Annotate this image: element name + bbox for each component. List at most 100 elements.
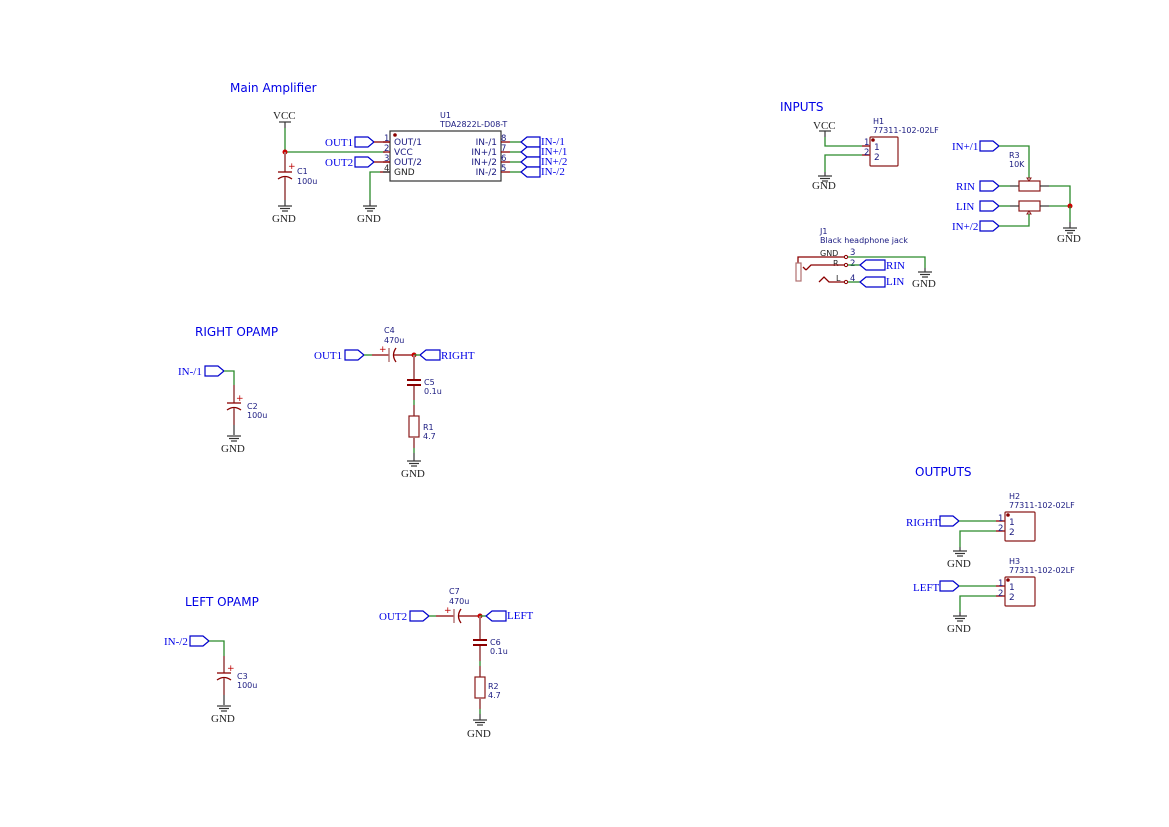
h3-value: 77311-102-02LF — [1009, 566, 1075, 575]
gnd-symbol: GND — [467, 719, 491, 740]
net-flag-left-h3[interactable]: LEFT — [913, 580, 960, 594]
svg-text:+: + — [379, 345, 387, 355]
gnd-label: GND — [221, 443, 245, 455]
inputs-section: INPUTS VCC GND H1 77311-102-02LF 1 2 1 2 — [780, 100, 1081, 290]
pin-name: 1 — [1009, 518, 1015, 528]
net-flag-out1[interactable]: OUT1 — [325, 136, 375, 149]
ic-u1[interactable]: U1 TDA2822L-D08-T 1 2 3 4 OUT/1 VCC OUT/… — [383, 111, 510, 182]
h2-ref: H2 — [1009, 492, 1020, 501]
h2-value: 77311-102-02LF — [1009, 501, 1075, 510]
net-label: IN+/1 — [952, 141, 978, 153]
vcc-label: VCC — [813, 120, 836, 132]
pin-number: 1 — [998, 514, 1003, 524]
headphone-jack-j1[interactable]: J1 Black headphone jack GND 3 R 2 L 4 — [795, 227, 908, 285]
pin-name: IN+/1 — [471, 148, 497, 158]
net-flag-left-c7[interactable]: LEFT — [485, 610, 534, 622]
net-flag-out1-c4[interactable]: OUT1 — [314, 349, 365, 362]
resistor-r1[interactable]: R1 4.7 — [408, 405, 436, 448]
gnd-label: GND — [947, 558, 971, 570]
pin-number: 6 — [501, 154, 506, 164]
net-label: LEFT — [507, 610, 534, 622]
pin-number: 3 — [850, 248, 855, 258]
resistor-r2[interactable]: R2 4.7 — [474, 666, 501, 709]
net-flag-in-plus-1[interactable]: IN+/1 — [520, 146, 567, 158]
net-flag-rin-input[interactable]: RIN — [956, 180, 1000, 193]
pin-name: VCC — [394, 148, 413, 158]
net-label: IN-/2 — [164, 636, 188, 648]
net-flag-out2[interactable]: OUT2 — [325, 156, 375, 169]
pin-name: IN-/1 — [476, 138, 497, 148]
net-label: IN-/2 — [541, 166, 565, 178]
r2-ref: R2 — [488, 682, 499, 691]
net-label: IN+/2 — [541, 156, 567, 168]
h3-ref: H3 — [1009, 557, 1020, 566]
u1-ref: U1 — [440, 111, 451, 120]
capacitor-c4[interactable]: C4 470u + — [372, 326, 414, 363]
gnd-label: GND — [357, 213, 381, 225]
gnd-symbol: GND — [947, 612, 971, 635]
header-h2[interactable]: H2 77311-102-02LF 1 2 1 2 — [996, 492, 1075, 542]
net-flag-in-plus-1-input[interactable]: IN+/1 — [952, 140, 1000, 153]
pin-number: 4 — [384, 164, 389, 174]
potentiometer-r3[interactable] — [1018, 177, 1041, 215]
gnd-label: GND — [401, 468, 425, 480]
net-flag-out2-c7[interactable]: OUT2 — [379, 610, 430, 623]
net-flag-in-minus-2[interactable]: IN-/2 — [520, 166, 565, 178]
r1-value: 4.7 — [423, 432, 436, 441]
header-h1[interactable]: H1 77311-102-02LF 1 2 1 2 — [862, 117, 939, 167]
pin-name: R — [833, 259, 839, 268]
net-flag-in-plus-2-input[interactable]: IN+/2 — [952, 220, 1000, 233]
gnd-label: GND — [467, 728, 491, 740]
capacitor-c7[interactable]: C7 470u + — [436, 587, 480, 624]
net-flag-in-minus-1[interactable]: IN-/1 — [520, 136, 565, 148]
polarity-plus: + — [288, 162, 296, 172]
pin-number: 8 — [501, 134, 506, 144]
capacitor-c6[interactable]: C6 0.1u — [473, 616, 508, 661]
net-flag-right-c4[interactable]: RIGHT — [419, 349, 475, 362]
capacitor-c3[interactable]: + C3 100u — [216, 656, 257, 695]
net-flag-in-minus-2-c3[interactable]: IN-/2 — [164, 635, 210, 648]
pin-name: IN+/2 — [471, 158, 497, 168]
section-title-outputs: OUTPUTS — [915, 465, 972, 479]
net-flag-rin-jack[interactable]: RIN — [859, 259, 905, 272]
pin-number: 2 — [384, 144, 389, 154]
gnd-label: GND — [812, 180, 836, 192]
net-flag-lin-jack[interactable]: LIN — [859, 276, 904, 288]
j1-value: Black headphone jack — [820, 236, 908, 245]
pin-number: 4 — [850, 274, 855, 284]
section-title-inputs: INPUTS — [780, 100, 823, 114]
net-flag-right-h2[interactable]: RIGHT — [906, 515, 960, 529]
gnd-symbol: GND — [357, 200, 381, 225]
net-label: RIGHT — [906, 517, 940, 529]
capacitor-c5[interactable]: C5 0.1u — [407, 355, 442, 400]
gnd-label: GND — [1057, 233, 1081, 245]
net-flag-in-minus-1-c2[interactable]: IN-/1 — [178, 365, 225, 378]
gnd-label: GND — [211, 713, 235, 725]
net-flag-in-plus-2[interactable]: IN+/2 — [520, 156, 567, 168]
net-label: IN+/1 — [541, 146, 567, 158]
net-label: LIN — [956, 201, 974, 213]
net-label: IN+/2 — [952, 221, 978, 233]
capacitor-c2[interactable]: + C2 100u — [226, 385, 267, 425]
section-title-left-opamp: LEFT OPAMP — [185, 595, 259, 609]
main-amplifier-section: Main Amplifier VCC + C1 100u GND — [230, 81, 567, 225]
c2-value: 100u — [247, 411, 267, 420]
net-label: OUT2 — [379, 611, 407, 623]
gnd-symbol: GND — [221, 435, 245, 455]
pin-name: 1 — [1009, 583, 1015, 593]
capacitor-c1[interactable]: + C1 100u — [277, 152, 317, 200]
header-h3[interactable]: H3 77311-102-02LF 1 2 1 2 — [996, 557, 1075, 607]
left-opamp-section: LEFT OPAMP IN-/2 + C3 100u GND OUT2 — [164, 587, 534, 740]
pin-number: 2 — [850, 259, 855, 269]
svg-text:+: + — [236, 394, 244, 404]
net-flag-lin-input[interactable]: LIN — [956, 200, 1000, 213]
net-label: RIN — [886, 260, 905, 272]
section-title-main-amplifier: Main Amplifier — [230, 81, 317, 95]
c4-ref: C4 — [384, 326, 395, 335]
c7-value: 470u — [449, 597, 469, 606]
gnd-symbol: GND — [211, 705, 235, 725]
c6-ref: C6 — [490, 638, 501, 647]
h1-ref: H1 — [873, 117, 884, 126]
h1-value: 77311-102-02LF — [873, 126, 939, 135]
